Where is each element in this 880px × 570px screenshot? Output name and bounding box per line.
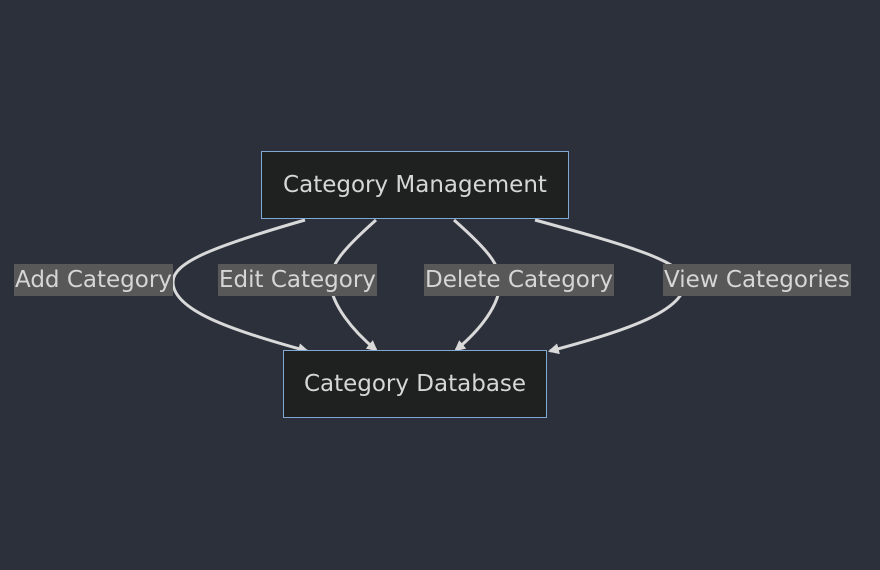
node-category-database-label: Category Database [303,371,527,397]
node-category-management-label: Category Management [283,172,547,198]
node-category-management: Category Management [261,151,569,219]
edge-label-view-categories: View Categories [663,264,851,296]
edge-label-edit-category: Edit Category [218,264,377,296]
edge-add-category [171,218,310,354]
node-category-database: Category Database [283,350,547,418]
edge-label-add-category: Add Category [14,264,173,296]
edge-label-delete-category: Delete Category [424,264,614,296]
